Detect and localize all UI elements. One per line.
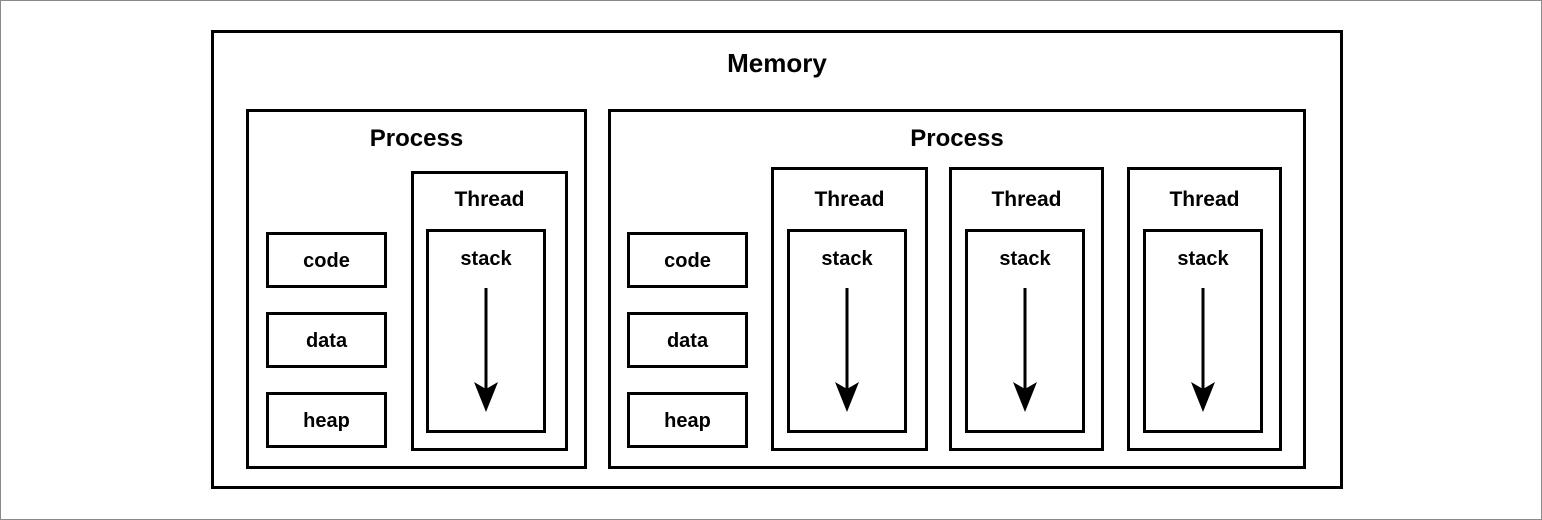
thread-title-p2-t2: Thread: [991, 188, 1062, 211]
stack-growth-arrow-p2-t3: [1191, 288, 1215, 412]
segment-label-heap-2: heap: [664, 410, 711, 432]
segment-label-data-1: data: [305, 330, 348, 352]
segment-label-heap-1: heap: [303, 410, 350, 432]
stack-label-p1-t1: stack: [460, 248, 512, 270]
stack-label-p2-t3: stack: [1177, 248, 1229, 270]
segment-box-data-1: [266, 312, 387, 368]
stack-growth-arrow-p2-t2: [1013, 288, 1037, 412]
segment-box-heap-2: [627, 392, 748, 448]
segment-label-data-2: data: [666, 330, 709, 352]
segment-box-code-1: [266, 232, 387, 288]
segment-label-code-2: code: [664, 250, 711, 272]
stack-label-p2-t1: stack: [821, 248, 873, 270]
thread-title-p1-t1: Thread: [454, 188, 525, 211]
segment-label-code-1: code: [303, 250, 350, 272]
stack-label-p2-t2: stack: [999, 248, 1051, 270]
stack-growth-arrow-p1-t1: [474, 288, 498, 412]
thread-title-p2-t3: Thread: [1169, 188, 1240, 211]
segment-box-heap-1: [266, 392, 387, 448]
process-title-1: Process: [369, 125, 464, 152]
memory-title: Memory: [727, 48, 827, 78]
process-title-2: Process: [910, 125, 1004, 152]
segment-box-data-2: [627, 312, 748, 368]
segment-box-code-2: [627, 232, 748, 288]
stack-growth-arrow-p2-t1: [835, 288, 859, 412]
thread-title-p2-t1: Thread: [814, 188, 885, 211]
